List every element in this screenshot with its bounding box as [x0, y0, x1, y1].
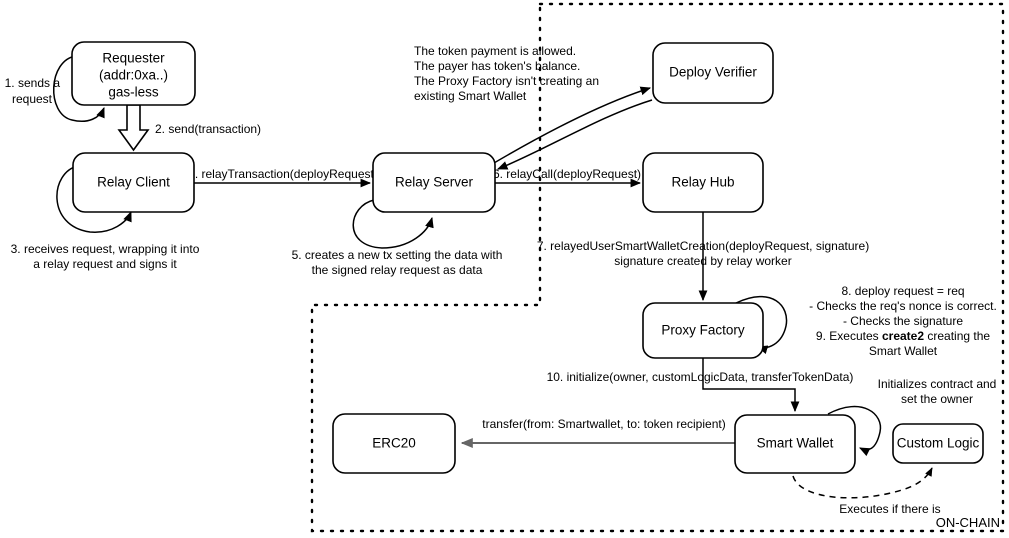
verifier-note-line1: The token payment is allowed.: [414, 44, 576, 58]
node-custom-logic-rect: [892, 423, 984, 464]
node-relay-hub-rect: [642, 152, 764, 213]
edge-step8-label-line3: - Checks the signature: [843, 314, 963, 328]
edge-step8-label-line1: 8. deploy request = req: [841, 284, 964, 298]
edge-step5-label-line1: 5. creates a new tx setting the data wit…: [292, 248, 503, 262]
on-chain-zone-border: [310, 2, 1005, 533]
node-requester[interactable]: Requester (addr:0xa..) gas-less: [71, 41, 196, 106]
edge-step3-selfloop: [56, 165, 132, 233]
edge-step6-label: 6. relayCall(deployRequest): [493, 167, 641, 181]
edge-step1-selfloop: [52, 55, 105, 122]
node-deploy-verifier-rect: [652, 42, 774, 104]
edge-step9-label-bold: create2: [882, 329, 924, 343]
edge-step9-label-pre: 9. Executes: [816, 329, 882, 343]
node-requester-line1: Requester: [102, 51, 165, 66]
node-relay-client[interactable]: Relay Client: [72, 152, 195, 213]
node-smart-wallet[interactable]: Smart Wallet: [734, 414, 856, 474]
edge-step9-label-line4: 9. Executes create2 creating the: [816, 329, 990, 343]
edge-step7-label-line2: signature created by relay worker: [614, 254, 791, 268]
edge-step9-label-line5: Smart Wallet: [869, 344, 938, 358]
edge-step5-selfloop: [352, 199, 434, 249]
edge-step3-label-line2: a relay request and signs it: [33, 257, 177, 271]
node-relay-client-label: Relay Client: [97, 175, 170, 190]
node-requester-line2: (addr:0xa..): [99, 68, 168, 83]
node-deploy-verifier-label: Deploy Verifier: [669, 65, 757, 80]
verifier-note-line2: The payer has token's balance.: [414, 59, 580, 73]
edge-step2-block-arrow: [117, 104, 150, 152]
node-custom-logic[interactable]: Custom Logic: [892, 423, 984, 464]
verifier-note-line3: The Proxy Factory isn't creating an: [414, 74, 599, 88]
edge-transfer-label: transfer(from: Smartwallet, to: token re…: [482, 417, 725, 431]
verifier-note-line4: existing Smart Wallet: [414, 89, 527, 103]
node-proxy-factory[interactable]: Proxy Factory: [642, 302, 764, 359]
edge-step8-label-line2: - Checks the req's nonce is correct.: [809, 299, 997, 313]
edge-step7-label-line1: 7. relayedUserSmartWalletCreation(deploy…: [537, 239, 869, 253]
edge-step1-label-line1: 1. sends a: [5, 76, 61, 90]
node-proxy-factory-rect: [642, 302, 764, 359]
node-erc20-rect: [332, 413, 456, 474]
node-requester-rect: [71, 41, 196, 106]
node-smart-wallet-rect: [734, 414, 856, 474]
executes-note-label: Executes if there is: [839, 502, 940, 516]
edge-step10-label: 10. initialize(owner, customLogicData, t…: [547, 370, 854, 384]
on-chain-zone-label: ON-CHAIN: [936, 515, 1000, 530]
edge-step4-label: 4. relayTransaction(deployRequest): [188, 167, 378, 181]
initializes-note-line1: Initializes contract and: [878, 377, 997, 391]
node-relay-server[interactable]: Relay Server: [372, 152, 496, 213]
node-relay-hub-label: Relay Hub: [671, 175, 734, 190]
edge-smartwallet-selfloop: [827, 405, 882, 457]
edge-verifier-request-arrow: [493, 86, 651, 164]
edge-verifier-response-arrow: [497, 99, 653, 170]
node-smart-wallet-label: Smart Wallet: [757, 436, 834, 451]
initializes-note-line2: set the owner: [901, 392, 973, 406]
edge-executes-dashed-arrow: [792, 467, 933, 499]
node-deploy-verifier[interactable]: Deploy Verifier: [652, 42, 774, 104]
node-relay-hub[interactable]: Relay Hub: [642, 152, 764, 213]
edge-step3-label-line1: 3. receives request, wrapping it into: [11, 242, 200, 256]
node-custom-logic-label: Custom Logic: [897, 436, 980, 451]
node-relay-server-rect: [372, 152, 496, 213]
edge-step2-label: 2. send(transaction): [155, 122, 261, 136]
node-requester-line3: gas-less: [108, 85, 159, 100]
node-proxy-factory-label: Proxy Factory: [661, 323, 745, 338]
edge-step9-label-post: creating the: [924, 329, 990, 343]
node-erc20-label: ERC20: [372, 436, 416, 451]
node-relay-server-label: Relay Server: [395, 175, 474, 190]
node-erc20[interactable]: ERC20: [332, 413, 456, 474]
edge-step8-selfloop: [735, 295, 788, 354]
edge-step1-label-line2: request: [12, 92, 53, 106]
edge-step5-label-line2: the signed relay request as data: [312, 263, 483, 277]
edge-step10-arrow: [702, 358, 800, 413]
node-relay-client-rect: [72, 152, 195, 213]
